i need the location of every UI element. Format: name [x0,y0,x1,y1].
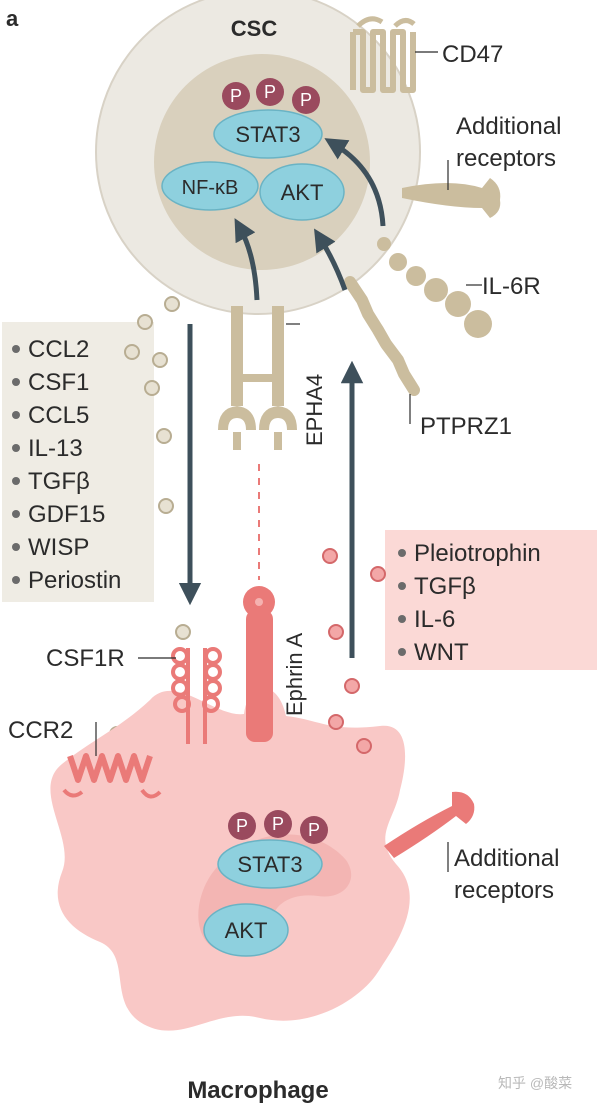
ccr2-label: CCR2 [8,717,73,744]
mac-additional-label-2: receptors [454,877,554,904]
mac-stat3 [217,839,323,889]
csc-stat3 [213,109,323,159]
csc-factor-list: CCL2 CSF1 CCL5 IL-13 TGFβ GDF15 WISP Per… [12,336,121,594]
mac-akt-label: AKT [225,918,268,943]
mac-factor-3: WNT [414,639,469,666]
ccr2-receptor [67,753,153,783]
csf1r-receptor [171,647,222,744]
csc-factor-6: WISP [28,534,89,561]
csc-phospho-label-1: P [230,86,242,106]
mac-phospho-label-3: P [308,820,320,840]
csc-additional-label-1: Additional [456,113,561,140]
cd47-label: CD47 [442,41,503,68]
csc-phospho-label-2: P [264,82,276,102]
macrophage-additional-receptor [384,791,475,858]
ephrin-a-ligand [243,586,275,742]
mac-factor-1: TGFβ [414,573,476,600]
csc-factor-4: TGFβ [28,468,90,495]
csc-nfkb-label: NF-κB [182,177,239,199]
cd47-receptor [350,29,416,93]
csc-factor-5: GDF15 [28,501,105,528]
csc-factor-2: CCL5 [28,402,89,429]
macrophage-factor-list: Pleiotrophin TGFβ IL-6 WNT [398,540,541,666]
mac-phospho-label-2: P [272,814,284,834]
panel-letter: a [6,6,19,31]
csc-akt-label: AKT [281,180,324,205]
macrophage-secreted-dots [322,548,386,754]
csc-factor-box [2,322,154,602]
csc-nfkb [161,161,259,211]
csc-akt [259,163,345,221]
csc-factor-7: Periostin [28,567,121,594]
csc-title: CSC [231,16,278,41]
mac-phospho-3 [300,816,328,844]
ephrin-a-label: Ephrin A [282,633,307,716]
epha4-receptor [218,306,297,450]
watermark: 知乎 @酸菜 [498,1075,572,1091]
mac-factor-2: IL-6 [414,606,455,633]
mac-phospho-label-1: P [236,816,248,836]
mac-akt [203,903,289,957]
mac-additional-label-1: Additional [454,845,559,872]
csc-additional-receptor [402,178,501,218]
csc-phospho-3 [292,86,320,114]
csc-phospho-1 [222,82,250,110]
macrophage-title: Macrophage [187,1077,328,1104]
il6r-receptor [377,237,492,338]
csc-phospho-group [222,78,320,114]
mac-phospho-1 [228,812,256,840]
ptprz1-label: PTPRZ1 [420,413,512,440]
il6r-label: IL-6R [482,273,541,300]
csc-phospho-label-3: P [300,90,312,110]
csc-phospho-2 [256,78,284,106]
epha4-label: EPHA4 [302,374,327,446]
macrophage-factor-box [385,530,597,670]
csc-signal-arrows [234,138,386,301]
csc-stat3-label: STAT3 [235,122,300,147]
mac-stat3-label: STAT3 [237,852,302,877]
csc-factor-1: CSF1 [28,369,89,396]
csf1r-label: CSF1R [46,645,125,672]
ptprz1-receptor [344,276,420,396]
mac-factor-0: Pleiotrophin [414,540,541,567]
csc-factor-0: CCL2 [28,336,89,363]
mac-phospho-2 [264,810,292,838]
csc-additional-label-2: receptors [456,145,556,172]
csc-factor-3: IL-13 [28,435,83,462]
